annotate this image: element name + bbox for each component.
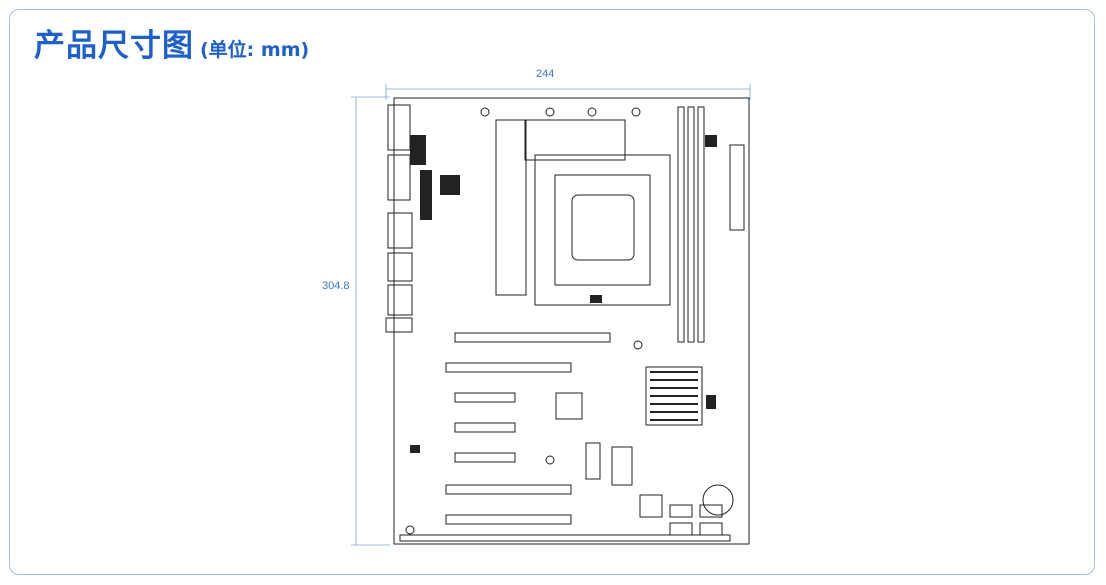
chip-a (585, 442, 601, 480)
height-dimension-label: 304.8 (322, 280, 350, 292)
chip-b (611, 446, 633, 486)
sata-connector-1 (669, 522, 693, 536)
mounting-hole (545, 455, 555, 465)
dimm-slot-2 (687, 106, 695, 343)
vrm-heatsink (524, 119, 626, 161)
pcie-x16-slot (454, 332, 611, 343)
unit-label: (单位: mm) (200, 39, 310, 61)
chip-c (639, 494, 663, 518)
title-text: 产品尺寸图 (34, 28, 194, 64)
io-port-usb (387, 212, 413, 249)
io-port-audio (385, 317, 413, 333)
heatsink-fins (410, 135, 717, 453)
vrm-heatsink-left (495, 119, 527, 296)
mounting-hole (631, 107, 641, 117)
mounting-hole (405, 525, 415, 535)
cmos-battery (702, 484, 734, 516)
page-title: 产品尺寸图 (单位: mm) (34, 20, 309, 65)
cpu-socket-inner (571, 194, 635, 261)
sata-connector-2 (699, 522, 723, 536)
cpu-socket (554, 174, 651, 286)
io-port-lan (387, 252, 413, 282)
mounting-hole (480, 107, 490, 117)
pci-slot-2 (445, 514, 572, 525)
pci-slot-1 (445, 484, 572, 495)
width-dimension-label: 244 (536, 68, 555, 80)
cpu-socket-frame (534, 154, 671, 306)
io-port-vga (387, 104, 411, 151)
mounting-hole (633, 340, 643, 350)
bottom-headers (399, 534, 731, 542)
pcie-slot-2 (445, 362, 572, 373)
io-port-usb-2 (387, 284, 413, 316)
dimm-slot-3 (697, 106, 705, 343)
pcie-x1-slot-3 (454, 452, 516, 463)
mounting-hole (545, 107, 555, 117)
motherboard-drawing (351, 84, 751, 546)
atx-power-connector (729, 144, 745, 231)
dimension-lines (351, 84, 751, 546)
sata-connector-4 (699, 504, 723, 518)
dimm-slot-1 (677, 106, 685, 343)
pcie-x1-slot-1 (454, 392, 516, 403)
io-port-dvi (387, 154, 411, 201)
sata-connector-3 (669, 504, 693, 518)
pcie-x1-slot-2 (454, 422, 516, 433)
diagram-card: 产品尺寸图 (单位: mm) 244 304.8 (9, 9, 1095, 575)
chipset-heatsink (645, 366, 703, 426)
mounting-hole (587, 107, 597, 117)
super-io-chip (555, 392, 583, 420)
board-outline (393, 97, 750, 545)
